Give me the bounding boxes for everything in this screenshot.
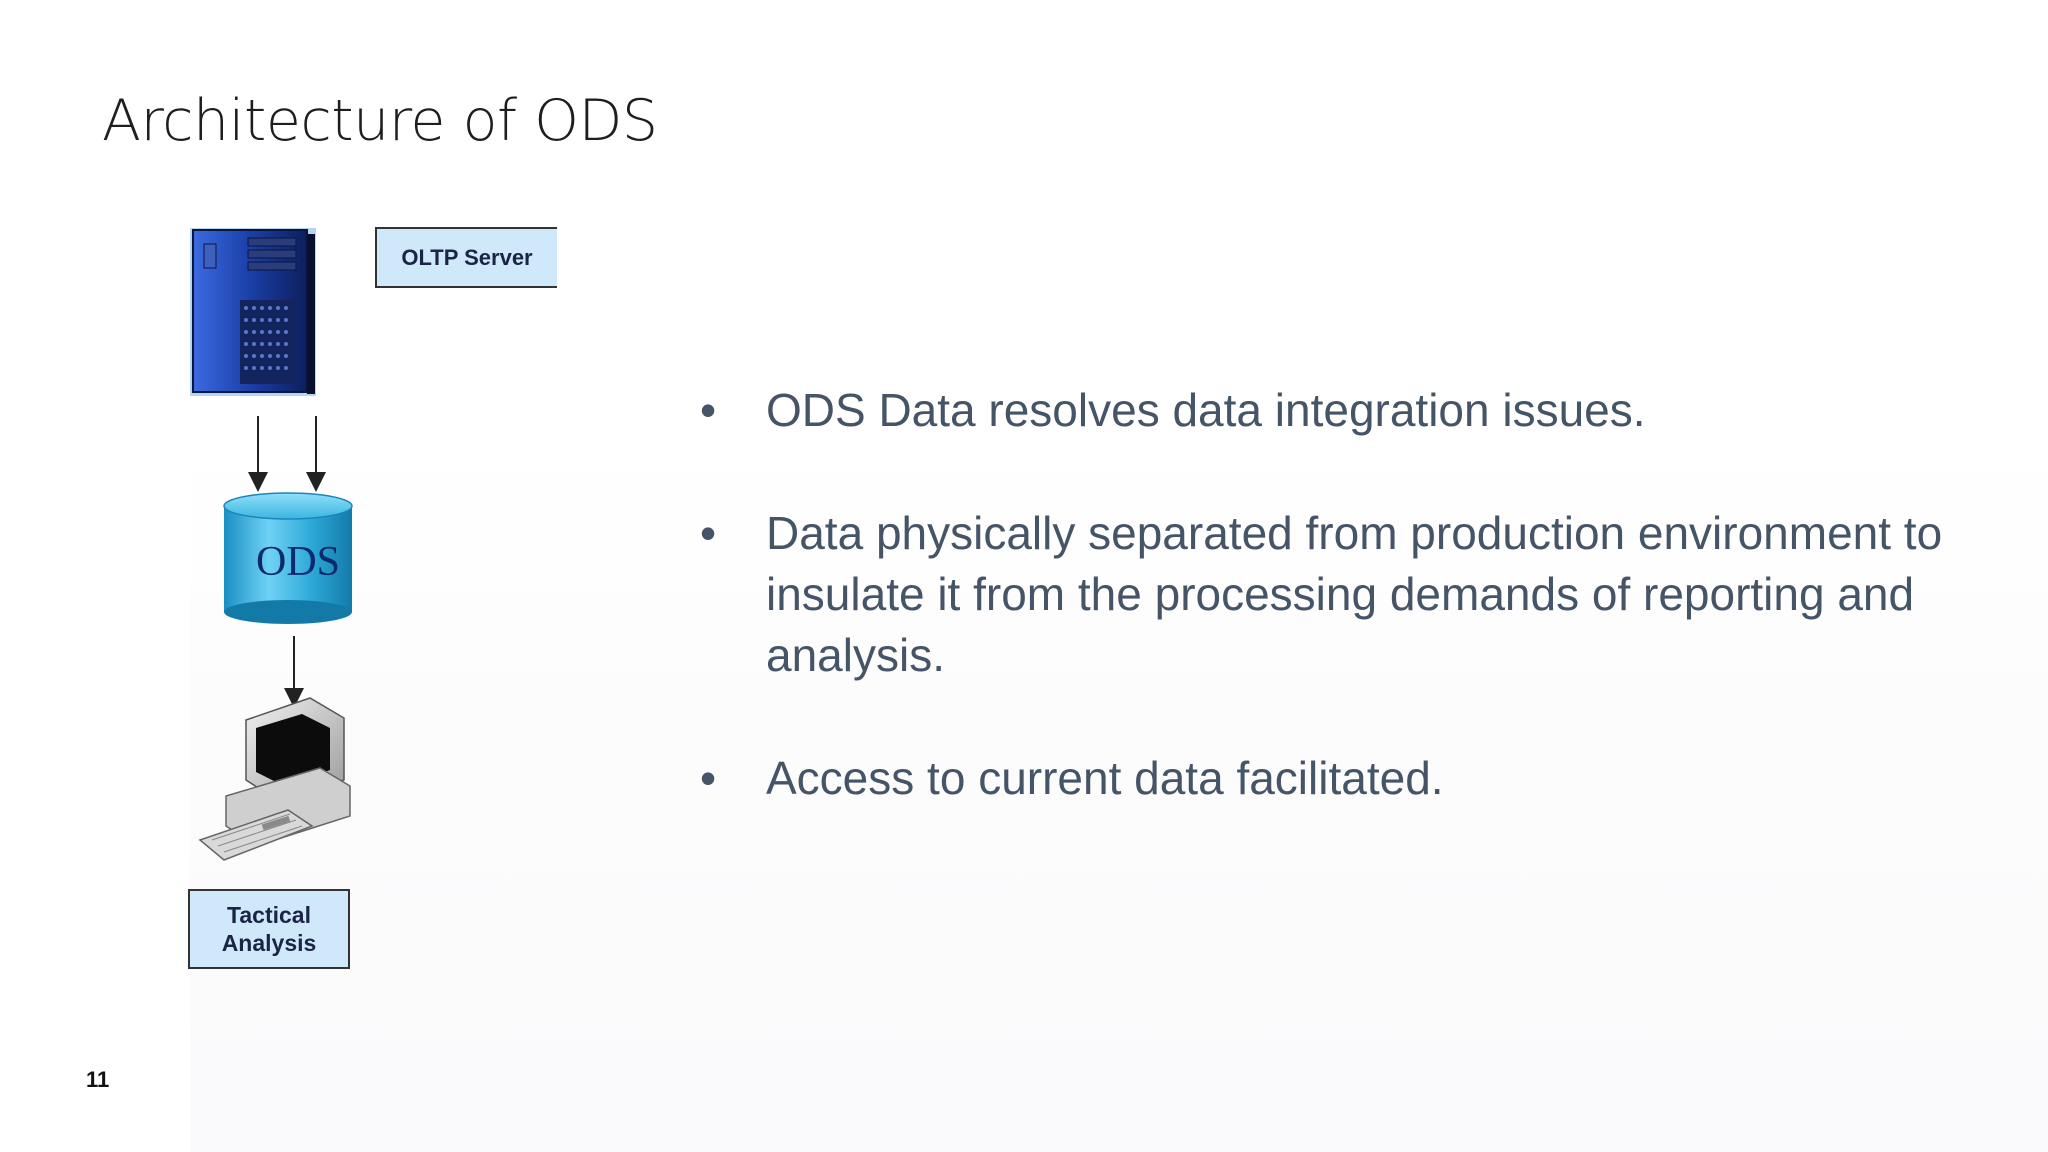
oltp-server-label: OLTP Server (375, 227, 557, 288)
bullet-marker: • (700, 384, 717, 436)
bullet-text: Data physically separated from productio… (766, 507, 1943, 681)
database-cylinder-icon (223, 492, 353, 624)
bullet-marker: • (700, 752, 717, 804)
ods-architecture-diagram: OLTP Server ODS Tactical Analysis (180, 220, 580, 980)
ods-label: ODS (255, 539, 341, 585)
slide-title: Architecture of ODS (102, 88, 658, 154)
bullet-list: • ODS Data resolves data integration iss… (700, 380, 1960, 871)
tactical-analysis-line1: Tactical (227, 902, 311, 928)
bullet-text: Access to current data facilitated. (766, 752, 1444, 804)
content-background (190, 440, 2048, 1152)
bullet-item: • Data physically separated from product… (700, 503, 1960, 686)
diagram-graphics (190, 228, 353, 861)
bullet-item: • ODS Data resolves data integration iss… (700, 380, 1960, 441)
tactical-analysis-line2: Analysis (221, 930, 317, 956)
tactical-analysis-label: Tactical Analysis (188, 889, 350, 969)
server-tower-icon (190, 228, 316, 396)
desktop-computer-icon (198, 697, 351, 861)
bullet-item: • Access to current data facilitated. (700, 748, 1960, 809)
bullet-text: ODS Data resolves data integration issue… (766, 384, 1646, 436)
page-number: 11 (86, 1067, 110, 1092)
bullet-marker: • (700, 507, 717, 559)
